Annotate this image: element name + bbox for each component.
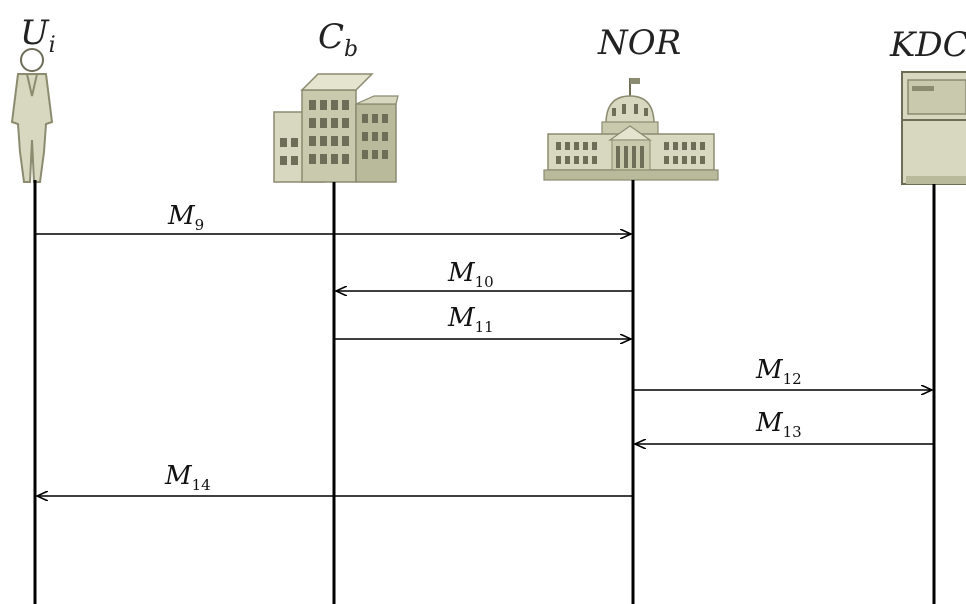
server-icon xyxy=(902,72,966,184)
message-label: M10 xyxy=(447,258,494,291)
government-building-icon xyxy=(544,78,718,180)
message-m13: M13 xyxy=(635,408,933,444)
actor-ui: Ui xyxy=(12,13,56,182)
actor-kdc: KDC xyxy=(889,25,966,184)
message-label: M9 xyxy=(167,201,204,234)
actor-cb-name: Cb xyxy=(318,17,358,62)
actor-nor: NOR xyxy=(544,23,718,180)
message-label: M14 xyxy=(164,461,211,494)
person-icon xyxy=(12,49,52,182)
actor-kdc-name: KDC xyxy=(889,25,966,65)
office-building-icon xyxy=(274,74,398,182)
message-m10: M10 xyxy=(336,258,632,291)
message-m11: M11 xyxy=(335,303,631,339)
actor-cb: Cb xyxy=(274,17,398,182)
actor-nor-name: NOR xyxy=(597,23,681,63)
message-label: M11 xyxy=(447,303,494,336)
message-label: M12 xyxy=(755,355,802,388)
message-m12: M12 xyxy=(634,355,932,390)
message-label: M13 xyxy=(755,408,802,441)
